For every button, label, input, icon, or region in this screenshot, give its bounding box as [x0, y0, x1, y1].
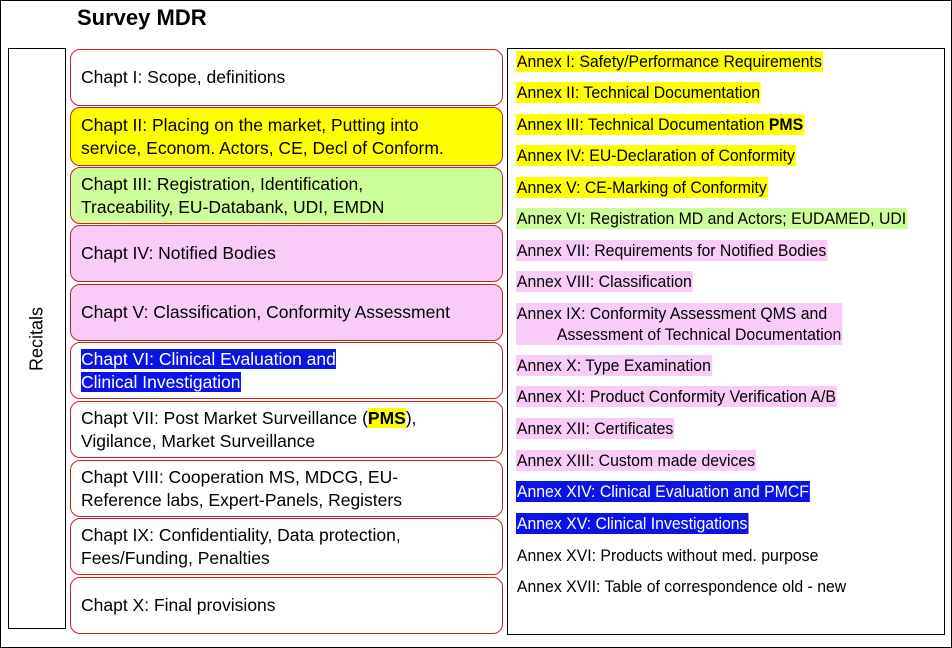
- chapter-4-text: Chapt IV: Notified Bodies: [81, 243, 276, 263]
- annex-6: Annex VI: Registration MD and Actors; EU…: [516, 208, 908, 229]
- annex-3: Annex III: Technical Documentation PMS: [516, 114, 805, 135]
- chapter-9-box: Chapt IX: Confidentiality, Data protecti…: [70, 518, 503, 575]
- chapter-8-box: Chapt VIII: Cooperation MS, MDCG, EU-Ref…: [70, 460, 503, 517]
- annex-2: Annex II: Technical Documentation: [516, 82, 762, 103]
- slide-title: Survey MDR: [77, 5, 207, 30]
- chapter-1-box: Chapt I: Scope, definitions: [70, 49, 503, 106]
- chapter-10-box: Chapt X: Final provisions: [70, 577, 503, 634]
- chapter-2-box: Chapt II: Placing on the market, Putting…: [70, 107, 503, 166]
- chapter-8-text: Chapt VIII: Cooperation MS, MDCG, EU-Ref…: [81, 466, 402, 510]
- chapter-2-text: Chapt II: Placing on the market, Putting…: [81, 114, 444, 158]
- pms-highlight: PMS: [367, 407, 406, 428]
- annex-11: Annex XI: Product Conformity Verificatio…: [516, 386, 837, 407]
- chapter-1-text: Chapt I: Scope, definitions: [81, 67, 286, 87]
- annex-7: Annex VII: Requirements for Notified Bod…: [516, 240, 828, 261]
- chapter-5-box: Chapt V: Classification, Conformity Asse…: [70, 284, 503, 341]
- annex-13: Annex XIII: Custom made devices: [516, 450, 756, 471]
- annex-16: Annex XVI: Products without med. purpose: [516, 546, 819, 565]
- chapter-9-text: Chapt IX: Confidentiality, Data protecti…: [81, 524, 401, 568]
- annex-4: Annex IV: EU-Declaration of Conformity: [516, 145, 796, 166]
- recitals-label: Recitals: [26, 306, 47, 371]
- chapter-5-text: Chapt V: Classification, Conformity Asse…: [81, 302, 450, 322]
- annex-3-pms: PMS: [768, 115, 804, 134]
- chapter-3-box: Chapt III: Registration, Identification,…: [70, 167, 503, 224]
- chapter-3-text: Chapt III: Registration, Identification,…: [81, 173, 385, 217]
- annex-12: Annex XII: Certificates: [516, 418, 675, 439]
- recitals-box: Recitals: [8, 48, 66, 629]
- chapter-10-text: Chapt X: Final provisions: [81, 595, 276, 615]
- annex-17: Annex XVII: Table of correspondence old …: [516, 577, 847, 596]
- annex-5: Annex V: CE-Marking of Conformity: [516, 177, 768, 198]
- annex-8: Annex VIII: Classification: [516, 271, 693, 292]
- annex-1: Annex I: Safety/Performance Requirements: [516, 51, 823, 72]
- annex-10: Annex X: Type Examination: [516, 355, 712, 376]
- annex-14: Annex XIV: Clinical Evaluation and PMCF: [516, 481, 810, 502]
- chapter-7-box: Chapt VII: Post Market Surveillance (PMS…: [70, 401, 503, 458]
- chapter-4-box: Chapt IV: Notified Bodies: [70, 225, 503, 282]
- annex-15: Annex XV: Clinical Investigations: [516, 513, 749, 534]
- chapter-7-text: Chapt VII: Post Market Surveillance (PMS…: [81, 407, 417, 451]
